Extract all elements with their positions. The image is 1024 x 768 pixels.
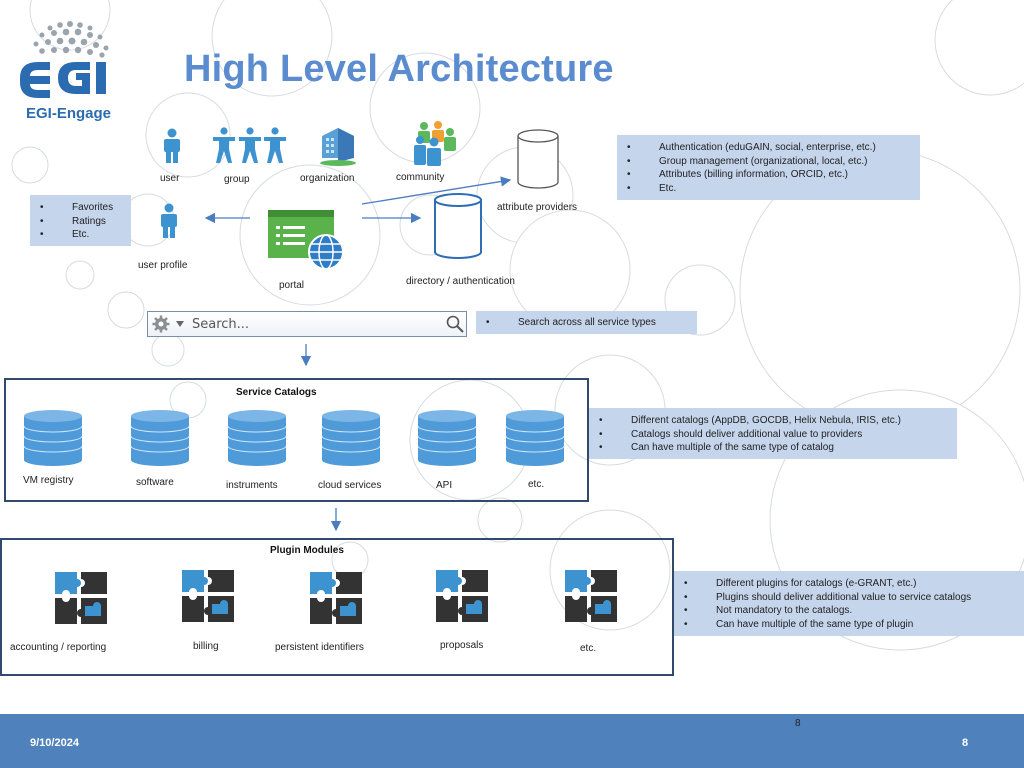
- footer-date: 9/10/2024: [30, 737, 79, 749]
- connector-arrows: [204, 176, 512, 532]
- note-item: Etc.: [617, 182, 920, 196]
- search-icon[interactable]: [446, 315, 464, 333]
- plugin-puzzle-icon: [565, 570, 617, 622]
- note-item: Etc.: [30, 228, 131, 242]
- auth-note: Authentication (eduGAIN, social, enterpr…: [617, 135, 920, 200]
- catalog-label: API: [436, 480, 453, 491]
- plugin-modules-frame: [0, 538, 674, 676]
- gear-dropdown-icon[interactable]: [152, 315, 188, 333]
- egi-logo: EGI-Engage: [12, 18, 132, 128]
- community-icon: [414, 121, 456, 166]
- user-profile-label: user profile: [138, 260, 188, 271]
- user-label: user: [160, 173, 180, 184]
- page-title: High Level Architecture: [184, 48, 614, 90]
- catalogs-note: Different catalogs (AppDB, GOCDB, Helix …: [589, 408, 957, 459]
- service-catalogs-title: Service Catalogs: [236, 387, 317, 398]
- note-item: Can have multiple of the same type of pl…: [674, 618, 1024, 632]
- portal-icon: [268, 210, 344, 270]
- note-item: Group management (organizational, local,…: [617, 155, 920, 169]
- catalog-label: cloud services: [318, 480, 382, 491]
- plugin-label: proposals: [440, 640, 484, 651]
- catalog-label: etc.: [528, 479, 545, 490]
- user-icon: [164, 128, 180, 163]
- note-item: Different catalogs (AppDB, GOCDB, Helix …: [589, 414, 957, 428]
- portal-label: portal: [279, 280, 305, 291]
- profile-note: Favorites Ratings Etc.: [30, 195, 131, 246]
- catalog-label: software: [136, 477, 174, 488]
- group-label: group: [224, 174, 250, 185]
- note-item: Not mandatory to the catalogs.: [674, 604, 1024, 618]
- plugin-puzzle-icon: [310, 572, 362, 624]
- directory-auth-label: directory / authentication: [406, 276, 515, 287]
- directory-auth-icon: [434, 193, 482, 259]
- plugin-label: etc.: [580, 643, 597, 654]
- note-item: Catalogs should deliver additional value…: [589, 428, 957, 442]
- plugin-modules-title: Plugin Modules: [270, 545, 344, 556]
- search-bar[interactable]: Search...: [147, 311, 467, 337]
- organization-label: organization: [300, 173, 355, 184]
- plugin-label: billing: [193, 641, 219, 652]
- footer-bar: 9/10/2024 8 8: [0, 714, 1024, 768]
- footer-page-center: 8: [795, 718, 801, 729]
- search-note: Search across all service types: [476, 311, 697, 334]
- logo-mark-icon: EGI-Engage: [20, 21, 111, 122]
- note-item: Ratings: [30, 215, 131, 229]
- note-item: Can have multiple of the same type of ca…: [589, 441, 957, 455]
- search-input[interactable]: Search...: [192, 317, 250, 332]
- catalog-label: VM registry: [23, 475, 74, 486]
- plugins-note: Different plugins for catalogs (e-GRANT,…: [674, 571, 1024, 636]
- attribute-providers-icon: [517, 129, 559, 189]
- community-label: community: [396, 172, 445, 183]
- svg-text:EGI-Engage: EGI-Engage: [26, 105, 111, 122]
- note-item: Authentication (eduGAIN, social, enterpr…: [617, 141, 920, 155]
- organization-icon: [320, 128, 356, 166]
- note-item: Favorites: [30, 201, 131, 215]
- user-profile-icon: [161, 203, 177, 238]
- catalog-label: instruments: [226, 480, 278, 491]
- service-catalogs-frame: [4, 378, 589, 502]
- note-item: Different plugins for catalogs (e-GRANT,…: [674, 577, 1024, 591]
- attribute-providers-label: attribute providers: [497, 202, 578, 213]
- footer-page-number: 8: [962, 737, 969, 749]
- note-item: Search across all service types: [476, 316, 697, 330]
- plugin-label: accounting / reporting: [10, 642, 107, 653]
- plugin-puzzle-icon: [182, 570, 234, 622]
- plugin-label: persistent identifiers: [275, 642, 364, 653]
- plugin-puzzle-icon: [55, 572, 107, 624]
- plugin-puzzle-icon: [436, 570, 488, 622]
- group-icon: [213, 127, 286, 163]
- note-item: Plugins should deliver additional value …: [674, 591, 1024, 605]
- note-item: Attributes (billing information, ORCID, …: [617, 168, 920, 182]
